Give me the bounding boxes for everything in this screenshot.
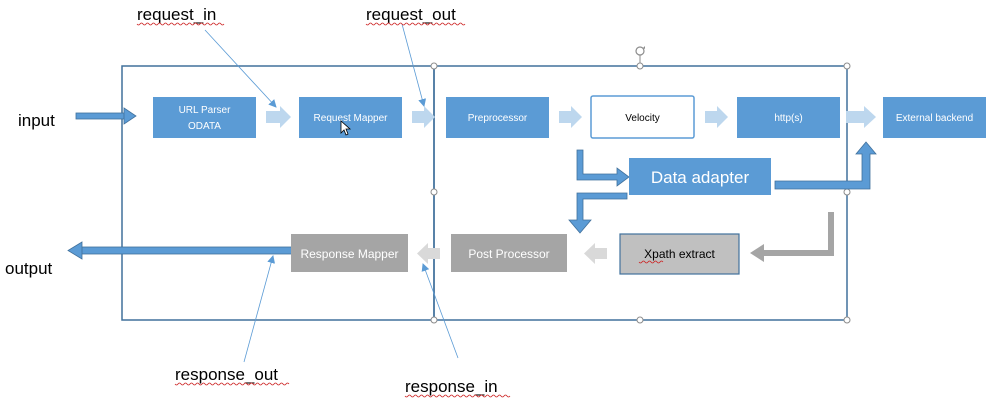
flow-arrow-5 [846,106,876,128]
flow-arrow-1 [266,106,291,128]
post-processor-label: Post Processor [468,247,549,261]
output-arrow [67,241,293,260]
request-out-label: request_out [366,5,456,24]
post-processor-box[interactable]: Post Processor [451,234,567,272]
preprocessor-box[interactable]: Preprocessor [446,97,549,138]
flow-arrow-4 [705,106,728,128]
velocity-box[interactable]: Velocity [590,95,695,139]
input-arrow [75,107,137,125]
rotate-handle-icon[interactable] [635,46,645,63]
selection-handles[interactable] [430,62,851,324]
bent-arrow-down-to-post-processor [568,192,628,234]
request-mapper-box[interactable]: Request Mapper [299,97,402,138]
flow-arrow-3 [559,106,582,128]
velocity-label: Velocity [625,113,659,124]
request-mapper-label: Request Mapper [314,113,389,124]
gray-arrow-1 [584,243,607,264]
https-label: http(s) [774,113,802,124]
output-label: output [5,259,53,278]
response-in-callout-line [421,263,459,359]
response-out-label: response_out [175,365,278,384]
xpath-extract-label: Xpath extract [644,247,715,261]
gray-arrow-2 [417,243,440,264]
response-out-callout-line [243,255,276,363]
request-in-label: request_in [137,5,216,24]
url-parser-box[interactable]: URL Parser ODATA [153,97,256,138]
bent-arrow-to-data-adapter [576,149,630,187]
bent-gray-arrow-to-xpath [750,212,834,262]
url-parser-line2: ODATA [188,121,221,132]
external-backend-box[interactable]: External backend [883,97,986,138]
url-parser-line1: URL Parser [179,105,232,116]
response-in-label: response_in [405,377,498,396]
https-box[interactable]: http(s) [737,97,840,138]
xpath-extract-box[interactable]: Xpath extract [619,233,740,275]
flow-arrow-2 [412,106,435,128]
response-mapper-box[interactable]: Response Mapper [291,234,408,272]
data-adapter-box[interactable]: Data adapter [629,158,771,195]
response-mapper-label: Response Mapper [300,247,398,261]
preprocessor-label: Preprocessor [468,113,528,124]
request-out-callout-line [401,23,427,107]
input-label: input [18,111,55,130]
request-in-callout-line [204,29,277,108]
data-adapter-label: Data adapter [651,168,750,187]
bent-arrow-data-adapter-to-backend [774,141,877,190]
mouse-cursor-icon [340,120,352,136]
external-backend-label: External backend [896,113,973,124]
